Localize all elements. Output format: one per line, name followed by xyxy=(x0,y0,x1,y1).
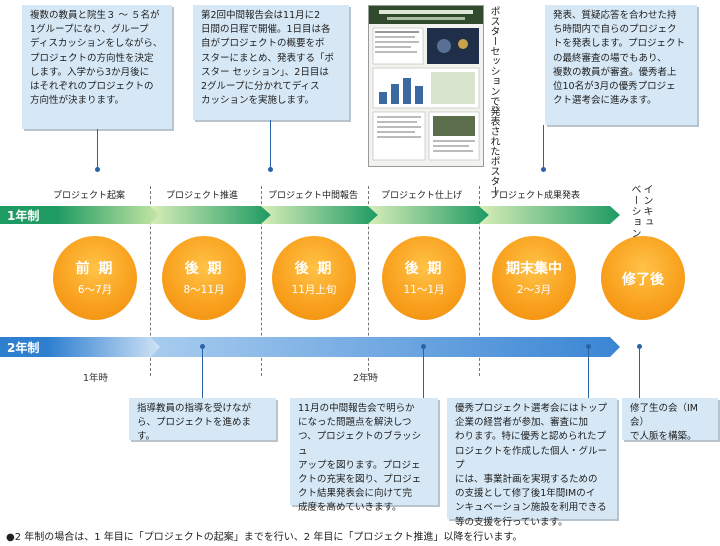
period-range: 6～7月 xyxy=(77,284,113,296)
period-range: 11月上旬 xyxy=(291,284,337,296)
poster-image xyxy=(368,5,484,167)
period-circle-first-term: 前 期 6～7月 xyxy=(53,236,137,320)
note-excellent-project-selection: 優秀プロジェクト選考会にはトップ 企業の経営者が参加、審査に加 わります。特に優… xyxy=(447,398,617,528)
one-year-track-label: 1年制 xyxy=(7,209,40,223)
phase-label-results: プロジェクト成果発表 xyxy=(490,191,581,201)
year-label-first: 1年時 xyxy=(83,373,109,384)
phase-separator xyxy=(479,186,480,376)
period-range: 2～3月 xyxy=(516,284,552,296)
period-title: 期末集中 xyxy=(506,261,562,277)
connector-line xyxy=(202,346,203,398)
connector-dot xyxy=(95,167,100,172)
note-final-presentation: 発表、質疑応答を合わせた持 ち時間内で自らのプロジェク トを発表します。プロジェ… xyxy=(545,5,697,125)
period-circle-interim: 後 期 11月上旬 xyxy=(272,236,356,320)
connector-line xyxy=(423,346,424,398)
connector-line xyxy=(97,129,98,169)
connector-dot xyxy=(268,167,273,172)
period-circle-second-term: 後 期 8～11月 xyxy=(162,236,246,320)
period-range: 8～11月 xyxy=(183,284,225,296)
connector-line xyxy=(270,120,271,169)
period-circle-after-completion: 修了後 xyxy=(601,236,685,320)
period-circle-finish: 後 期 11～1月 xyxy=(382,236,466,320)
phase-separator xyxy=(261,186,262,376)
note-brushup: 11月の中間報告会で明らか になった問題点を解決しつ つ、プロジェクトのブラッシ… xyxy=(290,398,438,513)
footnote: ●2 年制の場合は、1 年目に「プロジェクトの起案」までを行い、2 年目に「プロ… xyxy=(6,532,523,543)
one-year-track xyxy=(0,206,620,224)
connector-line xyxy=(639,346,640,398)
phase-separator xyxy=(368,186,369,376)
period-title: 後 期 xyxy=(184,261,224,277)
phase-separator xyxy=(150,186,151,376)
period-circle-final-intensive: 期末集中 2～3月 xyxy=(492,236,576,320)
note-project-proposal: 複数の教員と院生３ ～ ５名が 1グループになり、グループ ディスカッションをし… xyxy=(22,5,172,129)
connector-line xyxy=(543,125,544,169)
connector-line xyxy=(588,346,589,398)
poster-caption: ポスターセッションで発表されたポスター xyxy=(488,6,499,196)
connector-dot xyxy=(541,167,546,172)
period-title: 修了後 xyxy=(622,272,664,288)
period-range: 11～1月 xyxy=(403,284,445,296)
phase-label-proposal: プロジェクト起案 xyxy=(53,191,126,201)
two-year-track xyxy=(0,337,620,357)
phase-label-interim: プロジェクト中間報告 xyxy=(268,191,359,201)
note-advisor-guidance: 指導教員の指導を受けなが ら、プロジェクトを進めます。 xyxy=(129,398,276,442)
note-interim-report: 第2回中間報告会は11月に2 日間の日程で開催。1日目は各 自がプロジェクトの概… xyxy=(193,5,349,120)
period-title: 後 期 xyxy=(404,261,444,277)
incubation-label: インキュ ベーション xyxy=(629,184,652,239)
period-title: 後 期 xyxy=(294,261,334,277)
period-title: 前 期 xyxy=(75,261,115,277)
poster-graphic xyxy=(369,6,483,161)
note-alumni-network: 修了生の会（IM 会） で人脈を構築。 xyxy=(622,398,718,442)
phase-label-promotion: プロジェクト推進 xyxy=(166,191,239,201)
phase-label-finish: プロジェクト仕上げ xyxy=(381,191,463,201)
two-year-track-label: 2年制 xyxy=(7,341,40,355)
year-label-second: 2年時 xyxy=(353,373,379,384)
